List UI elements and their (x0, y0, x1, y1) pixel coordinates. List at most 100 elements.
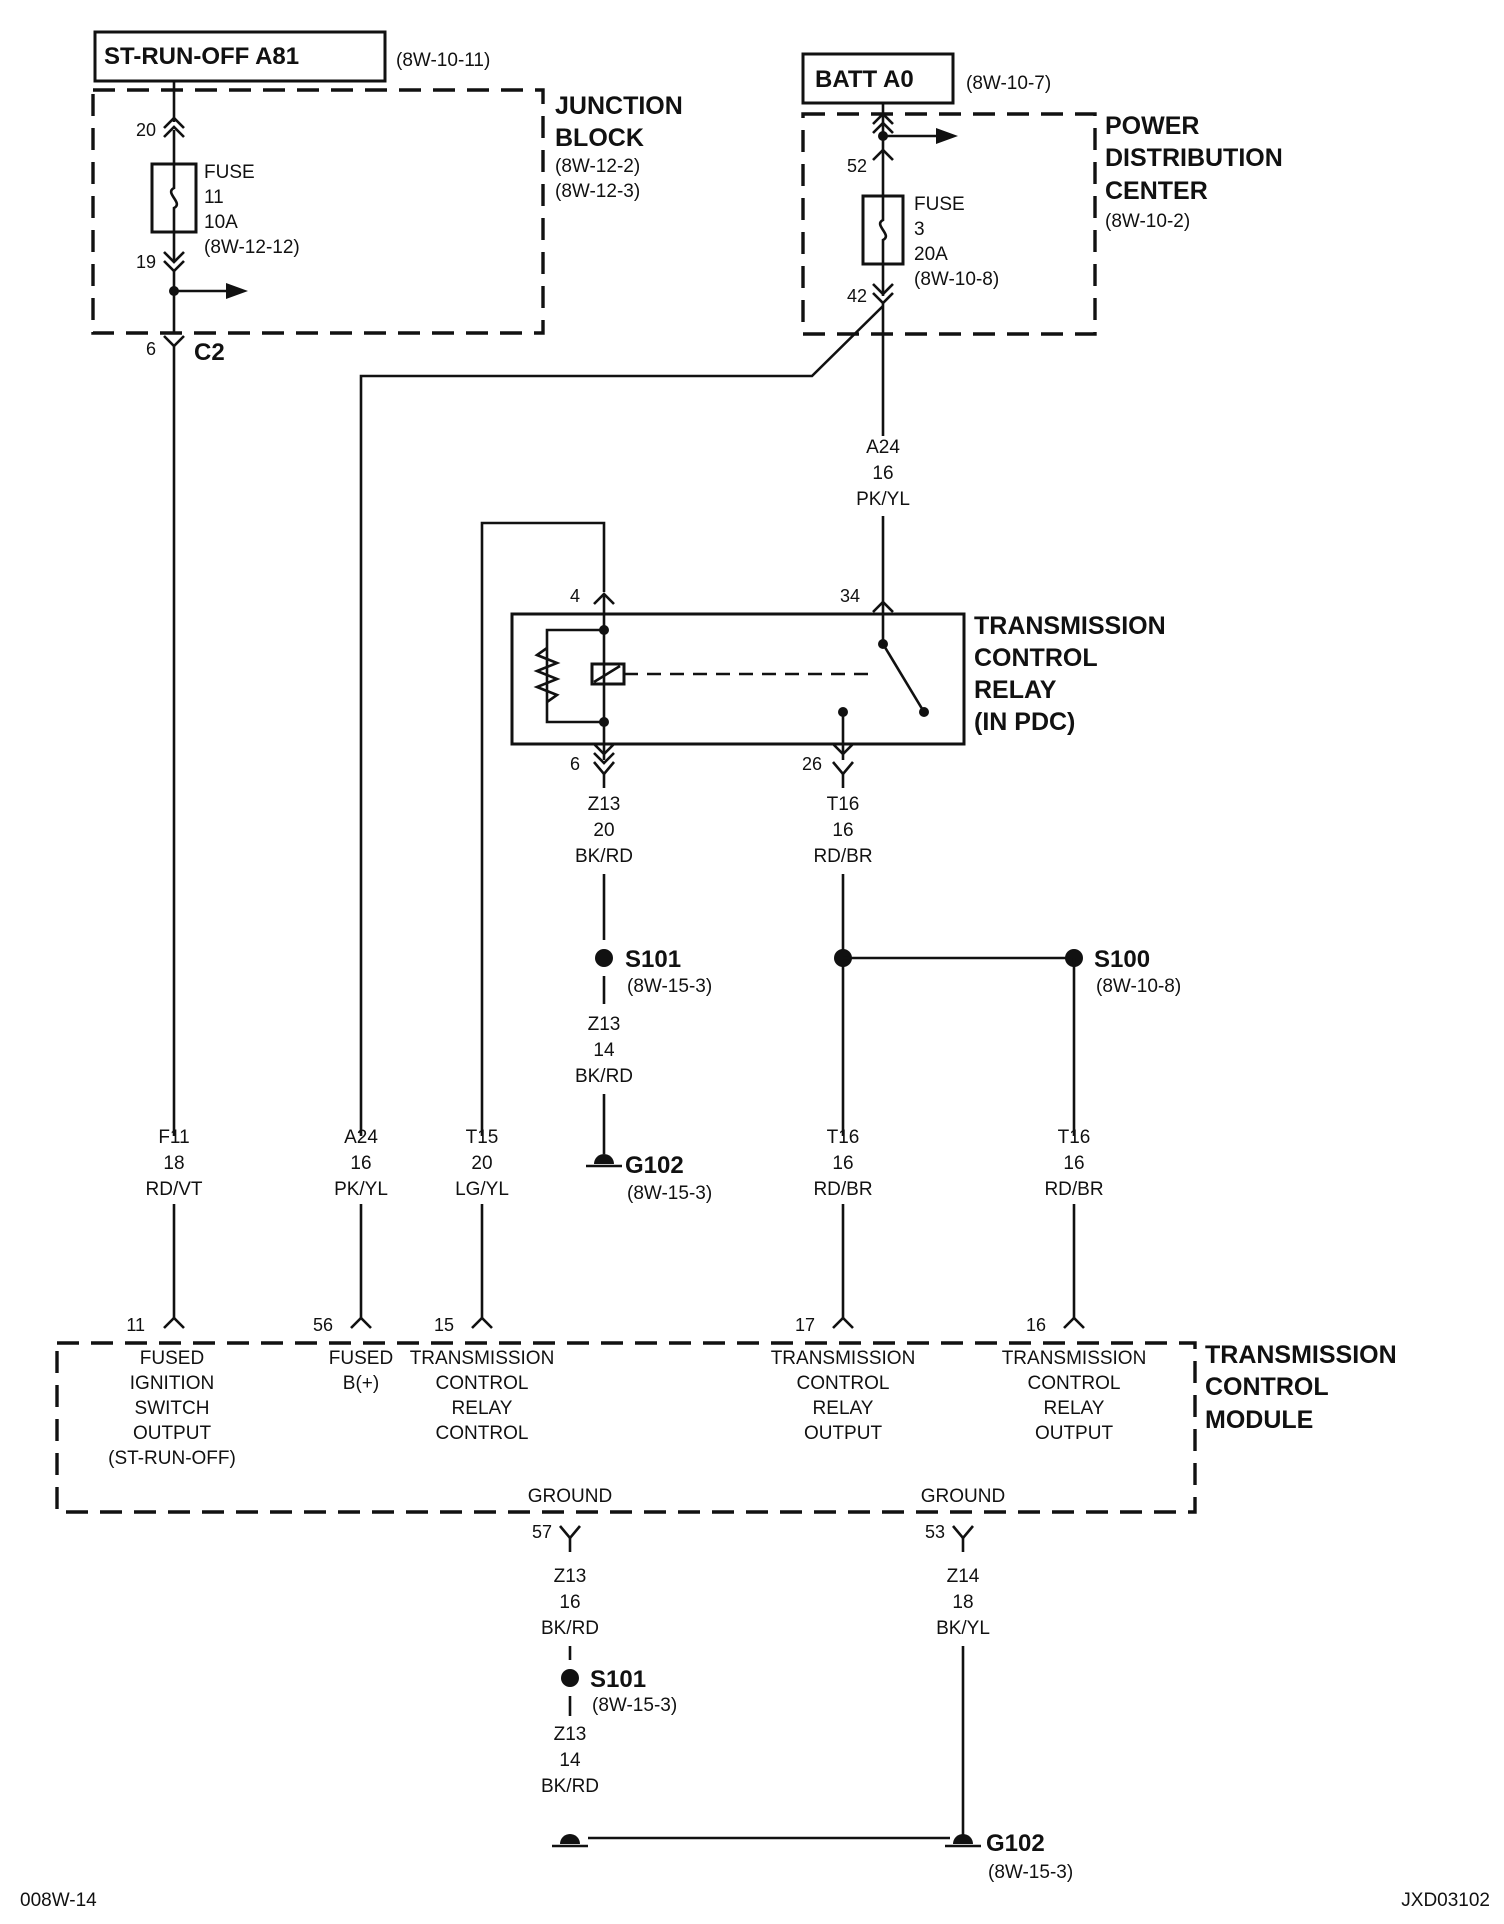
wire-z13-gnd-gauge: 16 (559, 1592, 580, 1613)
st-run-off-label: ST-RUN-OFF A81 (104, 43, 299, 70)
batt-box (801, 52, 955, 105)
relay-box (510, 612, 966, 746)
tcm-relay-control-4: CONTROL (436, 1423, 529, 1444)
pdc-title-2: DISTRIBUTION (1105, 144, 1283, 172)
wire-t16-a-gauge: 16 (832, 1153, 853, 1174)
tcm-pin-15-connector (471, 1316, 493, 1329)
fuse-3-ref: (8W-10-8) (914, 269, 999, 290)
tcm-relay-control-3: RELAY (452, 1398, 513, 1419)
junction-block-ref-1: (8W-12-2) (555, 156, 640, 177)
pdc-batt-connector (872, 112, 894, 134)
jb-pin-19: 19 (136, 252, 156, 272)
jb-pin-20: 20 (136, 120, 156, 140)
wire-t16-b-code: T16 (1058, 1127, 1091, 1148)
relay-resistor-loop (545, 628, 604, 724)
wire-t15-color: LG/YL (455, 1179, 509, 1200)
relay-coil-slash (593, 664, 621, 684)
wire-a24-branch (359, 305, 884, 1136)
relay-pin-26-outer (832, 761, 854, 777)
wire-z14-color: BK/YL (936, 1618, 990, 1639)
tcm-outline (55, 1341, 1197, 1514)
tcm-fused-ign-1: FUSED (140, 1348, 204, 1369)
tcm-relay-control-1: TRANSMISSION (410, 1348, 555, 1369)
relay-title-1: TRANSMISSION (974, 612, 1166, 640)
tcm-relay-output-a-3: RELAY (813, 1398, 874, 1419)
tcm-fused-ign-2: IGNITION (130, 1373, 214, 1394)
wire-z13-gnd2-color: BK/RD (541, 1776, 599, 1797)
c2-connector (163, 335, 185, 348)
wire-z13-s101-code: Z13 (588, 1014, 621, 1035)
relay-title-3: RELAY (974, 676, 1057, 704)
tcm-title-3: MODULE (1205, 1406, 1313, 1434)
batt-ref: (8W-10-7) (966, 73, 1051, 94)
tcm-pin-17-connector (832, 1316, 854, 1329)
st-run-off-box (93, 30, 387, 83)
junction-block-title-2: BLOCK (555, 124, 644, 152)
tcm-ground-a-label: GROUND (528, 1486, 612, 1507)
wire-z13-gnd2-code: Z13 (554, 1724, 587, 1745)
wire-t15-code: T15 (466, 1127, 499, 1148)
tcm-pin-16-connector (1063, 1316, 1085, 1329)
tcm-pin-11-connector (163, 1316, 185, 1329)
wire-a24-lower-color: PK/YL (334, 1179, 388, 1200)
tcm-pin-56: 56 (313, 1315, 333, 1335)
wire-t16-a-color: RD/BR (813, 1179, 872, 1200)
tcm-pin-11: 11 (126, 1315, 145, 1335)
tcm-title-2: CONTROL (1205, 1373, 1329, 1401)
wire-f11-code: F11 (158, 1127, 189, 1148)
pdc-title-1: POWER (1105, 112, 1199, 140)
wire-a24-upper-code: A24 (866, 437, 900, 458)
junction-block-ref-2: (8W-12-3) (555, 181, 640, 202)
tcm-pin-57-connector (559, 1525, 581, 1541)
splice-s100-label: S100 (1094, 946, 1150, 973)
wire-f11-color: RD/VT (146, 1179, 203, 1200)
wire-z13-gnd-code: Z13 (554, 1566, 587, 1587)
pdc-outline (801, 112, 1097, 336)
wire-t16-relay-gauge: 16 (832, 820, 853, 841)
junction-block-outline (91, 88, 545, 335)
pdc-pin-52: 52 (847, 156, 867, 176)
splice-s101-top-ref: (8W-15-3) (627, 976, 712, 997)
ground-g102-bottom-label: G102 (986, 1830, 1045, 1857)
pdc-title-3: CENTER (1105, 177, 1208, 205)
relay-switch-contact (919, 707, 929, 717)
tcm-fused-ign-5: (ST-RUN-OFF) (108, 1448, 236, 1469)
fuse-3-element (878, 196, 888, 264)
relay-pin-34: 34 (840, 586, 860, 606)
relay-title-4: (IN PDC) (974, 708, 1075, 736)
footer-left: 008W-14 (20, 1890, 97, 1911)
pdc-ref: (8W-10-2) (1105, 211, 1190, 232)
fuse-3-number: 3 (914, 219, 925, 240)
wire-a24-upper-gauge: 16 (872, 463, 893, 484)
tcm-pin-53: 53 (925, 1522, 945, 1542)
wire-t16-relay-color: RD/BR (813, 846, 872, 867)
wire-t16-b-gauge: 16 (1063, 1153, 1084, 1174)
relay-resistor-icon (533, 646, 561, 704)
tcm-relay-output-a-2: CONTROL (797, 1373, 890, 1394)
splice-s101-top-dot (595, 949, 613, 967)
tcm-pin-17: 17 (795, 1315, 815, 1335)
splice-s101-bottom-dot (561, 1669, 579, 1687)
relay-title-2: CONTROL (974, 644, 1098, 672)
tcm-pin-15: 15 (434, 1315, 454, 1335)
c2-pin-6: 6 (146, 339, 156, 359)
wire-t16-b-color: RD/BR (1044, 1179, 1103, 1200)
tcm-relay-output-b-2: CONTROL (1028, 1373, 1121, 1394)
ground-g102-top-icon (594, 1154, 614, 1164)
ground-g102-top-label: G102 (625, 1152, 684, 1179)
tcm-relay-output-b-1: TRANSMISSION (1002, 1348, 1147, 1369)
wire-a24-lower-code: A24 (344, 1127, 378, 1148)
tcm-fused-b-2: B(+) (343, 1373, 379, 1394)
tcm-pin-56-connector (350, 1316, 372, 1329)
fuse-11-element (169, 164, 179, 232)
junction-block-title-1: JUNCTION (555, 92, 683, 120)
tcm-relay-output-b-3: RELAY (1044, 1398, 1105, 1419)
relay-pin-6-connector (593, 743, 615, 765)
ground-g102-top-ref: (8W-15-3) (627, 1183, 712, 1204)
relay-pin-6: 6 (570, 754, 580, 774)
footer-right: JXD03102 (1401, 1890, 1490, 1911)
wire-z13-gnd2-gauge: 14 (559, 1750, 581, 1771)
pdc-branch-arrow-icon (936, 128, 958, 144)
pdc-pin-42: 42 (847, 286, 867, 306)
relay-pin-26: 26 (802, 754, 822, 774)
